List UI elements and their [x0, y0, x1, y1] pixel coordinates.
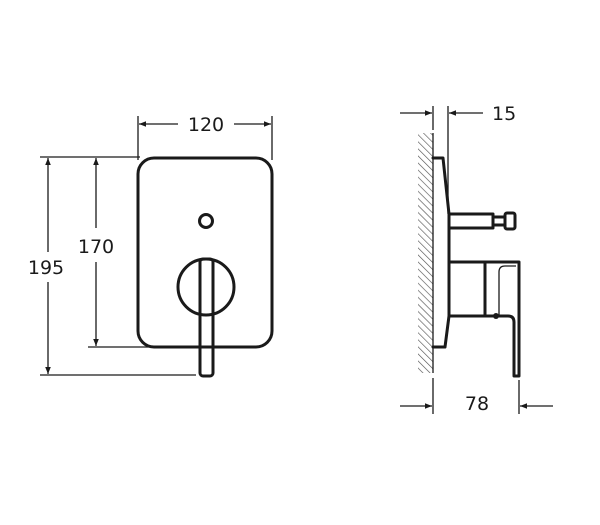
- plate-height-label: 170: [78, 236, 114, 258]
- width-label: 120: [188, 114, 224, 136]
- handle-rosette: [176, 257, 236, 317]
- lever-handle: [198, 257, 215, 378]
- trim-plate: [136, 156, 274, 349]
- plate-profile: [431, 156, 451, 349]
- overall-height-label: 195: [28, 257, 64, 279]
- diverter-stem: [447, 211, 517, 231]
- dimension-width: 120: [137, 114, 273, 160]
- overall-depth-label: 78: [465, 393, 489, 415]
- dimension-plate-height: 170: [40, 156, 150, 348]
- side-view: 15 78: [400, 103, 553, 415]
- wall-hatch: [418, 133, 433, 373]
- dimension-overall-height: 195: [28, 158, 196, 376]
- plate-depth-label: 15: [492, 103, 516, 125]
- dimension-plate-depth: 15: [400, 103, 516, 214]
- dimension-overall-depth: 78: [400, 378, 553, 415]
- front-view: 120 170 195: [28, 114, 274, 378]
- diverter-button-icon: [198, 213, 214, 229]
- handle-side-profile: [448, 260, 521, 378]
